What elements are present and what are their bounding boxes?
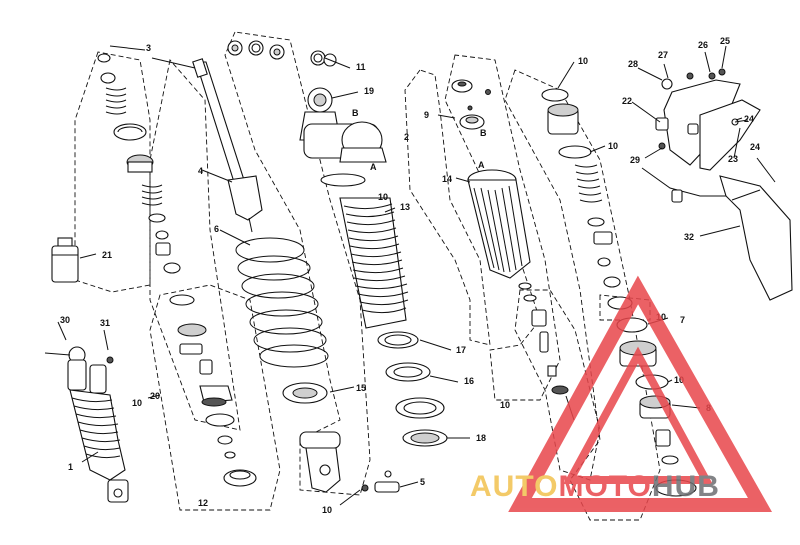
watermark-moto: MOTO [558, 470, 651, 503]
callout-28: 28 [628, 59, 638, 69]
shock-cylinder [339, 197, 409, 329]
callout-2: 2 [404, 132, 409, 142]
spring-seat [282, 382, 328, 404]
callout-9: 9 [424, 110, 429, 120]
callout-32: 32 [684, 232, 694, 242]
callout-10-right: 10 [608, 141, 618, 151]
callout-24-upper: 24 [744, 114, 754, 124]
callout-10-mid: 10 [378, 192, 388, 202]
callout-25: 25 [720, 36, 730, 46]
marker-a-reservoir: A [478, 160, 485, 170]
svg-text:AUTOMOTOHUB: AUTOMOTOHUB [470, 470, 720, 503]
callout-10-low: 10 [674, 375, 684, 385]
callout-10-bottom: 10 [322, 505, 332, 515]
callout-7: 7 [680, 315, 685, 325]
callout-11: 11 [356, 62, 366, 72]
callout-30: 30 [60, 315, 70, 325]
callout-20: 20 [150, 391, 160, 401]
direction-markers: B A A B [352, 108, 487, 172]
reservoir [467, 169, 531, 279]
adjuster-nut [451, 79, 491, 130]
callout-19: 19 [364, 86, 374, 96]
callout-1: 1 [68, 462, 73, 472]
piston-stack [169, 294, 257, 487]
hose-fittings [518, 282, 575, 421]
callout-23: 23 [728, 154, 738, 164]
callout-5: 5 [420, 477, 425, 487]
marker-b-reservoir: B [480, 128, 487, 138]
watermark-logo: AUTOMOTOHUB [470, 275, 773, 512]
callout-3: 3 [146, 43, 151, 53]
callout-21: 21 [102, 250, 112, 260]
callout-10-top-right: 10 [578, 56, 588, 66]
callout-labels: 3 4 6 21 30 31 1 10 20 12 15 10 5 11 19 … [60, 36, 760, 515]
callout-12: 12 [198, 498, 208, 508]
callout-27: 27 [658, 50, 668, 60]
upper-left-column-parts [97, 53, 181, 274]
shock-head [299, 87, 387, 187]
damper-rod [192, 58, 263, 233]
callout-15: 15 [356, 383, 366, 393]
preload-rings [377, 331, 448, 447]
callout-10-left: 10 [132, 398, 142, 408]
marker-a-upper: A [370, 162, 377, 172]
callout-10-center: 10 [500, 400, 510, 410]
callout-4: 4 [198, 166, 203, 176]
mudguard-assembly [641, 68, 793, 301]
main-spring [235, 237, 329, 368]
callout-24: 24 [750, 142, 760, 152]
assembled-shock [44, 346, 129, 503]
oil-bottle [51, 237, 79, 283]
callout-16: 16 [464, 376, 474, 386]
callout-18: 18 [476, 433, 486, 443]
callout-6: 6 [214, 224, 219, 234]
callout-17: 17 [456, 345, 466, 355]
callout-31: 31 [100, 318, 110, 328]
leader-lines [57, 45, 776, 506]
watermark-auto: AUTO [470, 470, 558, 503]
lower-clevis [299, 431, 400, 493]
watermark-hub: HUB [652, 470, 720, 503]
callout-22: 22 [622, 96, 632, 106]
callout-29: 29 [630, 155, 640, 165]
watermark-triangle [508, 275, 773, 512]
marker-b-upper: B [352, 108, 359, 118]
callout-14: 14 [442, 174, 452, 184]
callout-13: 13 [400, 202, 410, 212]
callout-26: 26 [698, 40, 708, 50]
top-fittings [227, 40, 337, 67]
